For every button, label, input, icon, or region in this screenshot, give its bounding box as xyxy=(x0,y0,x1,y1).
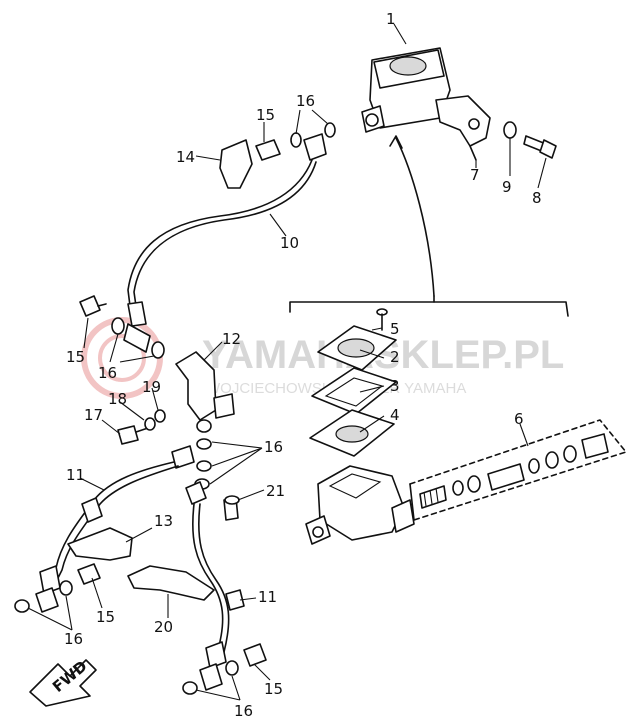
bolt-15-bottom-left xyxy=(77,563,101,585)
callout-3: 3 xyxy=(390,377,400,395)
screw-5 xyxy=(376,308,388,331)
callout-15-bottom-right: 15 xyxy=(264,680,283,698)
callout-2: 2 xyxy=(390,348,400,366)
diaphragm-4 xyxy=(309,409,395,457)
callout-7: 7 xyxy=(470,166,480,184)
washer-19 xyxy=(154,409,166,423)
callout-16-left: 16 xyxy=(98,364,117,382)
master-cylinder-top xyxy=(361,47,491,161)
callout-15-bottom-left: 15 xyxy=(96,608,115,626)
washers-16-mid xyxy=(194,438,212,490)
callout-15-top: 15 xyxy=(256,106,275,124)
callout-19: 19 xyxy=(142,378,161,396)
callout-14: 14 xyxy=(176,148,195,166)
leader-lines xyxy=(27,23,547,701)
brake-hose-10 xyxy=(127,133,327,327)
brake-hose-11-right xyxy=(185,481,245,691)
washer-9 xyxy=(503,121,517,139)
bolt-15-bottom-right xyxy=(243,643,267,667)
detail-box-6 xyxy=(409,419,627,521)
callout-16-mid: 16 xyxy=(264,438,283,456)
callout-4: 4 xyxy=(390,406,400,424)
callout-20: 20 xyxy=(154,618,173,636)
washers-16-bottom-right xyxy=(182,660,239,695)
callout-9: 9 xyxy=(502,178,512,196)
washers-16-bottom-left xyxy=(14,580,73,613)
callout-12: 12 xyxy=(222,330,241,348)
callout-16-top: 16 xyxy=(296,92,315,110)
callout-21: 21 xyxy=(266,482,285,500)
bolt-21 xyxy=(223,495,240,521)
callout-16-bottom-right: 16 xyxy=(234,702,253,720)
bolt-17 xyxy=(117,425,149,445)
bracket-13 xyxy=(67,527,133,561)
cap-2 xyxy=(317,325,397,371)
callout-13: 13 xyxy=(154,512,173,530)
callout-18: 18 xyxy=(108,390,127,408)
callout-6: 6 xyxy=(514,410,524,428)
bolt-15-left xyxy=(79,295,107,317)
bolt-15-top xyxy=(255,139,281,161)
cap-14 xyxy=(219,139,253,189)
callout-15-left: 15 xyxy=(66,348,85,366)
callout-labels: 1 2 3 4 5 6 7 8 9 10 11 11 12 13 14 15 1… xyxy=(64,10,542,720)
brake-hose-11-left xyxy=(35,445,195,613)
washer-18 xyxy=(144,417,156,431)
master-cylinder-body xyxy=(305,465,415,545)
callout-17: 17 xyxy=(84,406,103,424)
fwd-arrow: FWD xyxy=(29,657,97,707)
callout-16-bottom-left: 16 xyxy=(64,630,83,648)
callout-10: 10 xyxy=(280,234,299,252)
joint-12 xyxy=(175,351,235,433)
callout-5: 5 xyxy=(390,320,400,338)
piston-kit-6 xyxy=(419,433,609,509)
bracket-20 xyxy=(127,565,215,601)
callout-1: 1 xyxy=(386,10,396,28)
callout-11-right: 11 xyxy=(258,588,277,606)
callout-8: 8 xyxy=(532,189,542,207)
callout-11-left: 11 xyxy=(66,466,85,484)
bolt-8 xyxy=(523,135,557,159)
